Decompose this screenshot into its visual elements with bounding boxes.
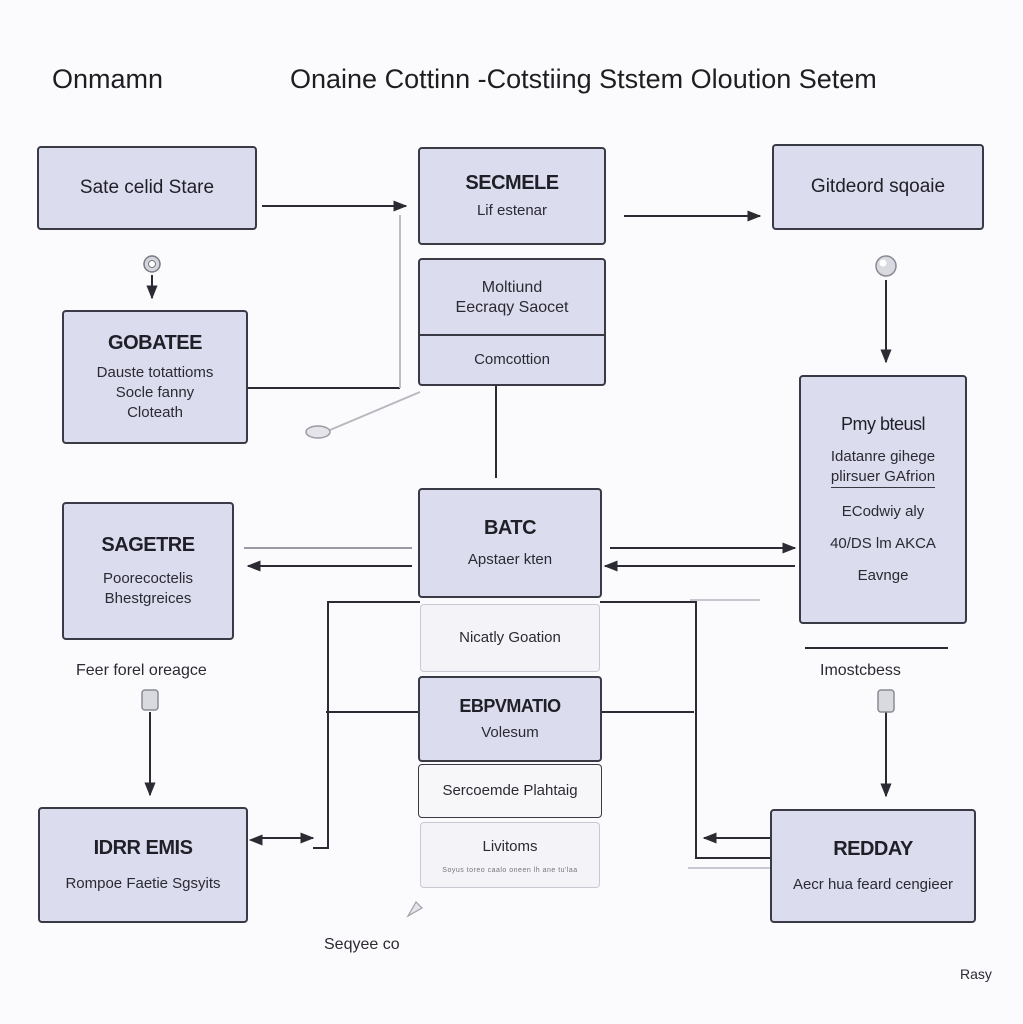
node-line-3: ECodwiy aly <box>841 502 925 520</box>
label-feer-oreage: Feer forel oreagce <box>76 662 207 679</box>
label-rasy: Rasy <box>960 966 992 982</box>
node-title: BATC <box>483 516 537 539</box>
pin-icon-mid-left <box>141 689 159 711</box>
node-line-5: Eavnge <box>857 566 909 584</box>
node-nicatty[interactable]: Nicatly Goation <box>420 604 600 672</box>
node-footnote: Soyus toreo caalo oneen lh ane tu'laa <box>442 866 578 874</box>
node-title: SECMELE <box>465 171 559 194</box>
node-title: IDRR EMIS <box>93 836 193 859</box>
node-batc[interactable]: BATC Apstaer kten <box>418 488 602 598</box>
node-moltiund[interactable]: Moltiund Eecraqy Saocet Comcottion <box>418 258 606 386</box>
node-line-1: Moltiund <box>481 279 543 296</box>
node-label: Sercoemde Plahtaig <box>442 782 578 799</box>
node-line-1: Dauste totattioms <box>96 363 214 381</box>
node-secmele[interactable]: SECMELE Lif estenar <box>418 147 606 245</box>
node-label: Livitoms <box>482 837 538 855</box>
node-ebpvmatio[interactable]: EBPVMATIO Volesum <box>418 676 602 762</box>
node-divider <box>420 334 604 336</box>
node-sercoemde[interactable]: Sercoemde Plahtaig <box>418 764 602 818</box>
node-line-2: Eecraqy Saocet <box>455 299 569 316</box>
bus-right <box>600 601 790 859</box>
pin-icon-top-right <box>875 255 897 277</box>
node-subtitle: Volesum <box>481 723 539 741</box>
node-line-3: Cloteath <box>127 403 183 421</box>
node-line-1: Poorecoctelis <box>102 569 194 587</box>
node-line-1: Idatanre gihege <box>830 447 936 465</box>
node-title: GOBATEE <box>108 331 202 354</box>
pin-icons <box>141 255 897 918</box>
node-gitdeord[interactable]: Gitdeord sqoaie <box>772 144 984 230</box>
bus-left <box>313 601 420 849</box>
node-title: SAGETRE <box>101 533 195 556</box>
node-label: Sate celid Stare <box>79 177 215 198</box>
node-idrr-emis[interactable]: IDRR EMIS Rompoe Faetie Sgsyits <box>38 807 248 923</box>
node-gobatee[interactable]: GOBATEE Dauste totattioms Socle fanny Cl… <box>62 310 248 444</box>
header-left-title: Onmamn <box>52 64 164 94</box>
node-title: EBPVMATIO <box>459 695 561 716</box>
node-subtitle: Aecr hua feard cengieer <box>792 875 954 893</box>
label-imostcbess: Imostcbess <box>820 662 901 679</box>
node-line-4: 40/DS lm AKCA <box>830 534 936 552</box>
node-comcottion: Comcottion <box>474 351 550 368</box>
node-label: Nicatly Goation <box>459 629 561 646</box>
page-title: Onaine Cottinn -Cotstiing Ststem Oloutio… <box>290 64 877 94</box>
node-subtitle: Rompoe Faetie Sgsyits <box>65 874 221 892</box>
node-subtitle: Apstaer kten <box>467 550 553 568</box>
node-line-2: plirsuer GAfrion <box>830 467 936 488</box>
node-line-2: Bhestgreices <box>104 589 192 607</box>
node-sate-store[interactable]: Sate celid Stare <box>37 146 257 230</box>
label-seqyee: Seqyee co <box>324 936 400 953</box>
node-pmy-bteusl[interactable]: Pmy bteusl Idatanre gihege plirsuer GAfr… <box>799 375 967 624</box>
node-livitoms[interactable]: Livitoms Soyus toreo caalo oneen lh ane … <box>420 822 600 888</box>
node-title: REDDAY <box>833 837 913 860</box>
pin-icon-gobatee <box>305 425 331 439</box>
node-label: Gitdeord sqoaie <box>810 176 946 197</box>
node-subtitle: Lif estenar <box>476 201 548 219</box>
node-title: Pmy bteusl <box>840 413 926 434</box>
node-redday[interactable]: REDDAY Aecr hua feard cengieer <box>770 809 976 923</box>
node-sagetre[interactable]: SAGETRE Poorecoctelis Bhestgreices <box>62 502 234 640</box>
pin-icon-mid-right <box>877 689 895 713</box>
pin-icon-bottom <box>406 901 423 918</box>
node-line-2: Socle fanny <box>115 383 195 401</box>
